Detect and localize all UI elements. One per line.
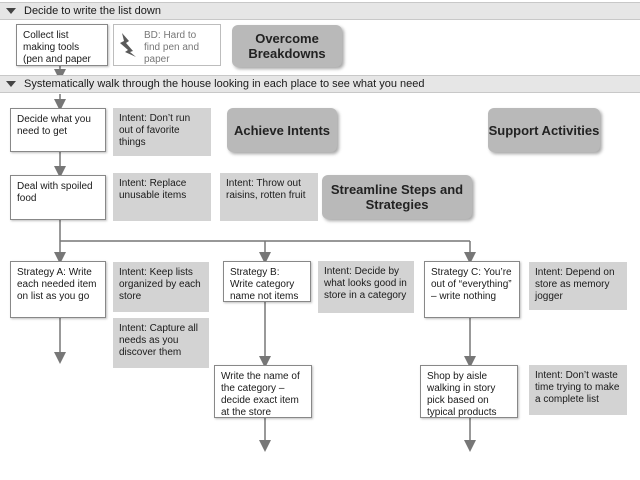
section-bar-walk[interactable]: Systematically walk through the house lo… (0, 75, 640, 93)
intent-capture[interactable]: Intent: Capture all needs as you discove… (113, 318, 209, 368)
intent-decide-looks[interactable]: Intent: Decide by what looks good in sto… (318, 261, 414, 313)
intent-keep-lists[interactable]: Intent: Keep lists organized by each sto… (113, 262, 209, 312)
breakdown-text: BD: Hard to find pen and paper (144, 30, 200, 65)
breakdown-note[interactable]: BD: Hard to find pen and paper (113, 24, 221, 66)
intent-favorites[interactable]: Intent: Don’t run out of favorite things (113, 108, 211, 156)
lightning-icon (120, 33, 136, 57)
category-support-activities[interactable]: Support Activities (488, 108, 600, 152)
intent-depend[interactable]: Intent: Depend on store as memory jogger (529, 262, 627, 310)
section-bar-decide[interactable]: Decide to write the list down (0, 2, 640, 20)
category-overcome-breakdowns[interactable]: Overcome Breakdowns (232, 25, 342, 67)
intent-replace[interactable]: Intent: Replace unusable items (113, 173, 211, 221)
step-strategy-b[interactable]: Strategy B: Write category name not item… (223, 261, 311, 302)
section-label: Systematically walk through the house lo… (24, 78, 425, 90)
section-label: Decide to write the list down (24, 5, 161, 17)
step-decide[interactable]: Decide what you need to get (10, 108, 106, 152)
intent-throw-out[interactable]: Intent: Throw out raisins, rotten fruit (220, 173, 318, 221)
category-streamline-steps[interactable]: Streamline Steps and Strategies (322, 175, 472, 219)
step-write-category[interactable]: Write the name of the category – decide … (214, 365, 312, 418)
category-achieve-intents[interactable]: Achieve Intents (227, 108, 337, 152)
intent-dont-waste[interactable]: Intent: Don’t waste time trying to make … (529, 365, 627, 415)
step-strategy-a[interactable]: Strategy A: Write each needed item on li… (10, 261, 106, 318)
step-deal[interactable]: Deal with spoiled food (10, 175, 106, 220)
step-shop-aisle[interactable]: Shop by aisle walking in story pick base… (420, 365, 518, 418)
collapse-triangle-icon[interactable] (6, 81, 16, 87)
step-strategy-c[interactable]: Strategy C: You’re out of “everything” –… (424, 261, 520, 318)
collapse-triangle-icon[interactable] (6, 8, 16, 14)
step-collect[interactable]: Collect list making tools (pen and paper (16, 24, 108, 66)
